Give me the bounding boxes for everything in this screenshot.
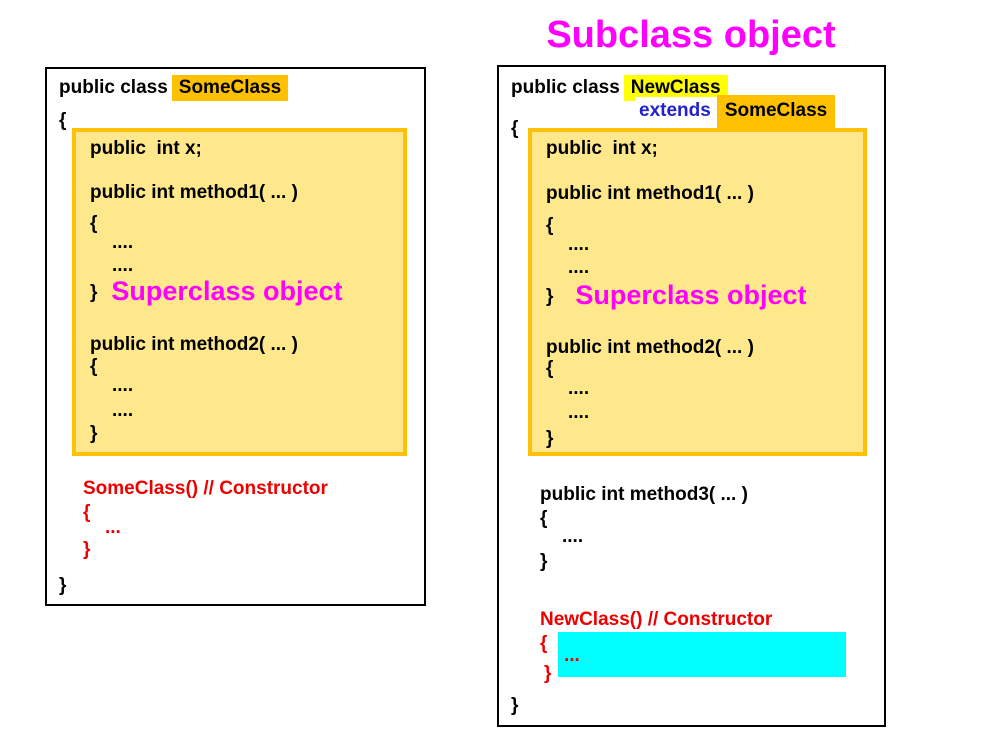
left-method1-close-brace: } (90, 282, 98, 303)
right-field-declaration: public int x; (546, 138, 658, 159)
right-superclass-object-label: Superclass object (575, 280, 807, 310)
newclass-constructor-body: ... (564, 645, 580, 666)
right-method2-open-brace: { (546, 358, 554, 379)
right-method2-signature: public int method2( ... ) (546, 337, 754, 358)
someclass-constructor-body: ... (105, 517, 121, 538)
right-method1-signature: public int method1( ... ) (546, 183, 754, 204)
left-method2-close-brace: } (90, 423, 98, 444)
left-class-decl-prefix: public class (59, 77, 168, 98)
left-method2-open-brace: { (90, 356, 98, 377)
someclass-constructor-open-brace: { (83, 502, 91, 523)
someclass-constructor-signature: SomeClass() // Constructor (83, 478, 328, 499)
newclass-constructor-open-brace: { (540, 633, 548, 654)
left-method2-body-line: .... (112, 375, 134, 396)
left-superclass-member-box: public int x; public int method1( ... ) … (72, 128, 407, 456)
left-class-close-brace: } (59, 575, 67, 596)
right-method2-body-line: .... (568, 402, 590, 423)
method3-signature: public int method3( ... ) (540, 484, 748, 505)
left-field-declaration: public int x; (90, 138, 202, 159)
someclass-constructor-close-brace: } (83, 539, 91, 560)
right-class-close-brace: } (511, 695, 519, 716)
left-method1-open-brace: { (90, 213, 98, 234)
left-method1-close-line: } Superclass object (90, 278, 343, 305)
left-superclass-object-label: Superclass object (111, 276, 343, 306)
extends-someclass-highlight: SomeClass (716, 95, 836, 128)
right-method1-body-line: .... (568, 257, 590, 278)
right-method1-body-line: .... (568, 234, 590, 255)
method3-close-brace: } (540, 551, 548, 572)
right-method2-body-line: .... (568, 378, 590, 399)
slide-title: Subclass object (546, 14, 836, 56)
left-method1-body-line: .... (112, 255, 134, 276)
right-method1-close-line: } Superclass object (546, 282, 807, 309)
constructor-body-highlight (558, 632, 846, 677)
method3-open-brace: { (540, 508, 548, 529)
left-method1-signature: public int method1( ... ) (90, 182, 298, 203)
method3-body-line: .... (562, 526, 584, 547)
right-method1-open-brace: { (546, 215, 554, 236)
left-class-open-brace: { (59, 110, 67, 131)
right-method2-close-brace: } (546, 428, 554, 449)
left-method1-body-line: .... (112, 232, 134, 253)
newclass-constructor-close-brace: } (544, 663, 552, 684)
newclass-name-highlight: NewClass (623, 75, 728, 101)
left-method2-signature: public int method2( ... ) (90, 334, 298, 355)
extends-keyword: extends (635, 97, 717, 127)
right-method1-close-brace: } (546, 286, 554, 307)
right-superclass-member-box: public int x; public int method1( ... ) … (528, 128, 867, 456)
right-class-open-brace: { (511, 118, 519, 139)
right-class-decl-prefix: public class (511, 77, 620, 98)
newclass-constructor-signature: NewClass() // Constructor (540, 609, 773, 630)
someclass-name-highlight: SomeClass (171, 75, 289, 101)
left-method2-body-line: .... (112, 400, 134, 421)
